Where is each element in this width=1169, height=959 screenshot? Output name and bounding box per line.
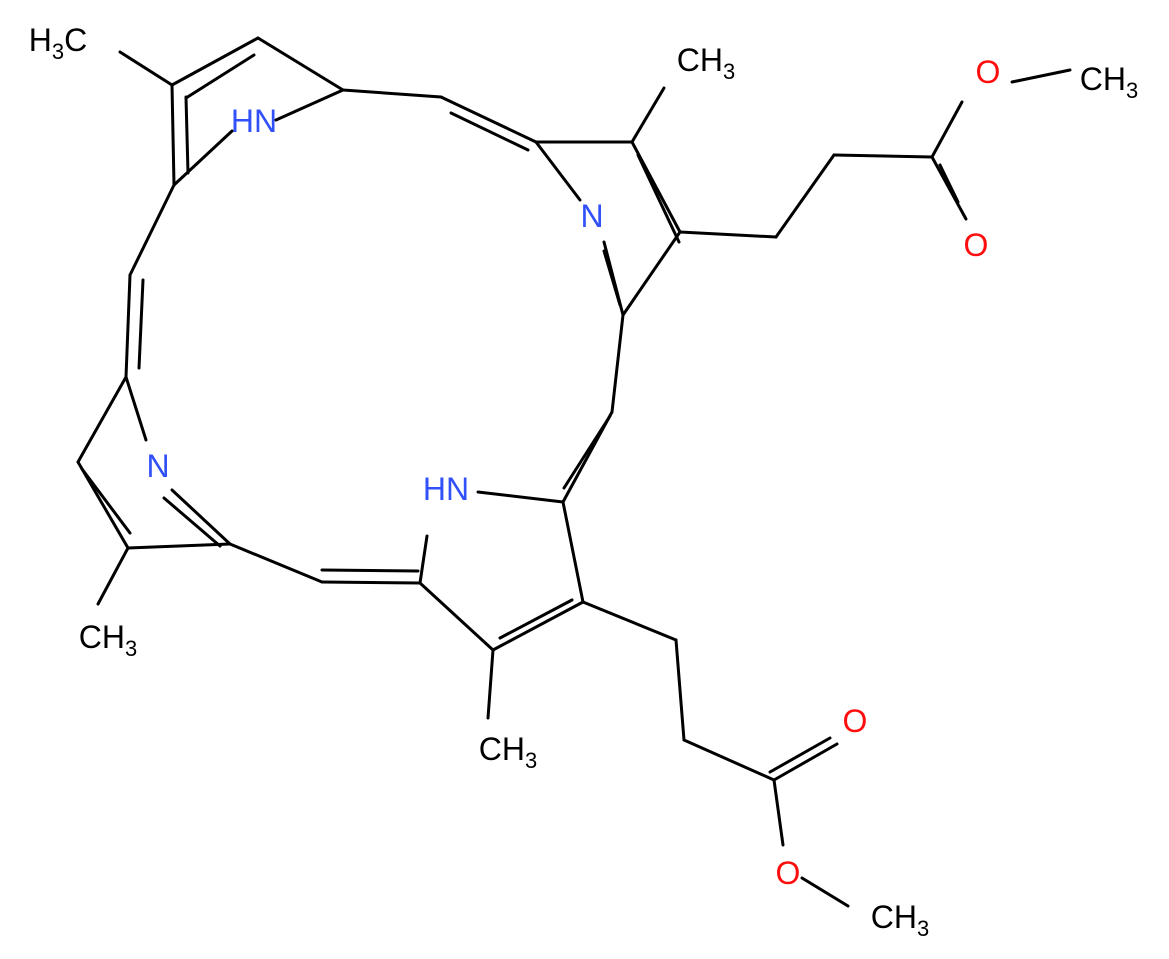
bond-line — [491, 600, 585, 652]
bond-layer — [76, 36, 1072, 908]
double-bond-line — [162, 496, 222, 548]
double-bond-line — [137, 278, 145, 370]
bond-line — [170, 83, 176, 187]
bond-line — [772, 742, 839, 782]
bond-line — [930, 155, 968, 221]
bond-line — [561, 500, 585, 604]
atom-label-nitrogen: N — [580, 198, 603, 234]
atom-label-methyl: H3C — [29, 22, 87, 64]
bond-line — [320, 580, 422, 585]
double-bond-line — [449, 111, 530, 152]
double-bond-line — [602, 249, 622, 307]
bond-line — [621, 230, 682, 317]
bond-line — [476, 490, 565, 504]
double-bond-line — [184, 53, 256, 100]
atom-label-nitrogen: N — [146, 448, 169, 484]
bond-line — [341, 88, 443, 99]
bond-line — [274, 88, 345, 122]
bond-line — [418, 534, 429, 585]
atom-label-methyl: CH3 — [79, 619, 137, 661]
bond-line — [1010, 68, 1072, 84]
bond-line — [581, 600, 678, 642]
double-bond-line — [768, 736, 832, 774]
atom-label-oxygen: O — [976, 54, 1001, 90]
bond-line — [418, 581, 495, 652]
double-bond-line — [184, 95, 190, 175]
bond-line — [774, 153, 836, 239]
bond-line — [682, 738, 776, 782]
double-bond-line — [320, 568, 420, 573]
atom-label-methyl: CH3 — [871, 899, 929, 941]
bond-line — [832, 153, 934, 159]
bond-line — [256, 36, 345, 92]
bond-line — [118, 50, 174, 87]
bond-line — [96, 546, 130, 606]
bond-line — [124, 375, 148, 442]
atom-label-methyl: CH3 — [677, 42, 735, 84]
double-bond-line — [498, 598, 574, 640]
atom-label-oxygen: O — [843, 703, 868, 739]
bond-line — [678, 230, 778, 239]
bond-line — [630, 86, 666, 144]
atom-label-nitrogen: HN — [423, 471, 469, 507]
double-bond-line — [562, 414, 612, 490]
bond-line — [930, 100, 964, 159]
bond-line — [610, 313, 625, 414]
bond-line — [674, 638, 686, 742]
bond-line — [124, 273, 132, 379]
bond-line — [439, 95, 538, 144]
atom-label-oxygen: O — [964, 227, 989, 263]
double-bond-line — [938, 163, 960, 204]
bond-line — [172, 129, 234, 187]
double-bond-line — [636, 153, 681, 244]
atom-label-methyl: CH3 — [479, 731, 537, 773]
bond-line — [228, 542, 324, 584]
bond-line — [534, 140, 582, 202]
bond-line — [170, 488, 232, 546]
bond-line — [486, 648, 495, 720]
bond-line — [800, 876, 850, 908]
bond-line — [772, 778, 785, 847]
atom-label-methyl: CH3 — [1080, 61, 1138, 103]
atom-label-nitrogen: HN — [231, 103, 277, 139]
bond-line — [128, 183, 176, 277]
atom-label-oxygen: O — [776, 855, 801, 891]
bond-line — [126, 542, 232, 550]
double-bond-line — [80, 467, 132, 535]
bond-line — [170, 36, 260, 87]
bond-line — [76, 375, 128, 464]
